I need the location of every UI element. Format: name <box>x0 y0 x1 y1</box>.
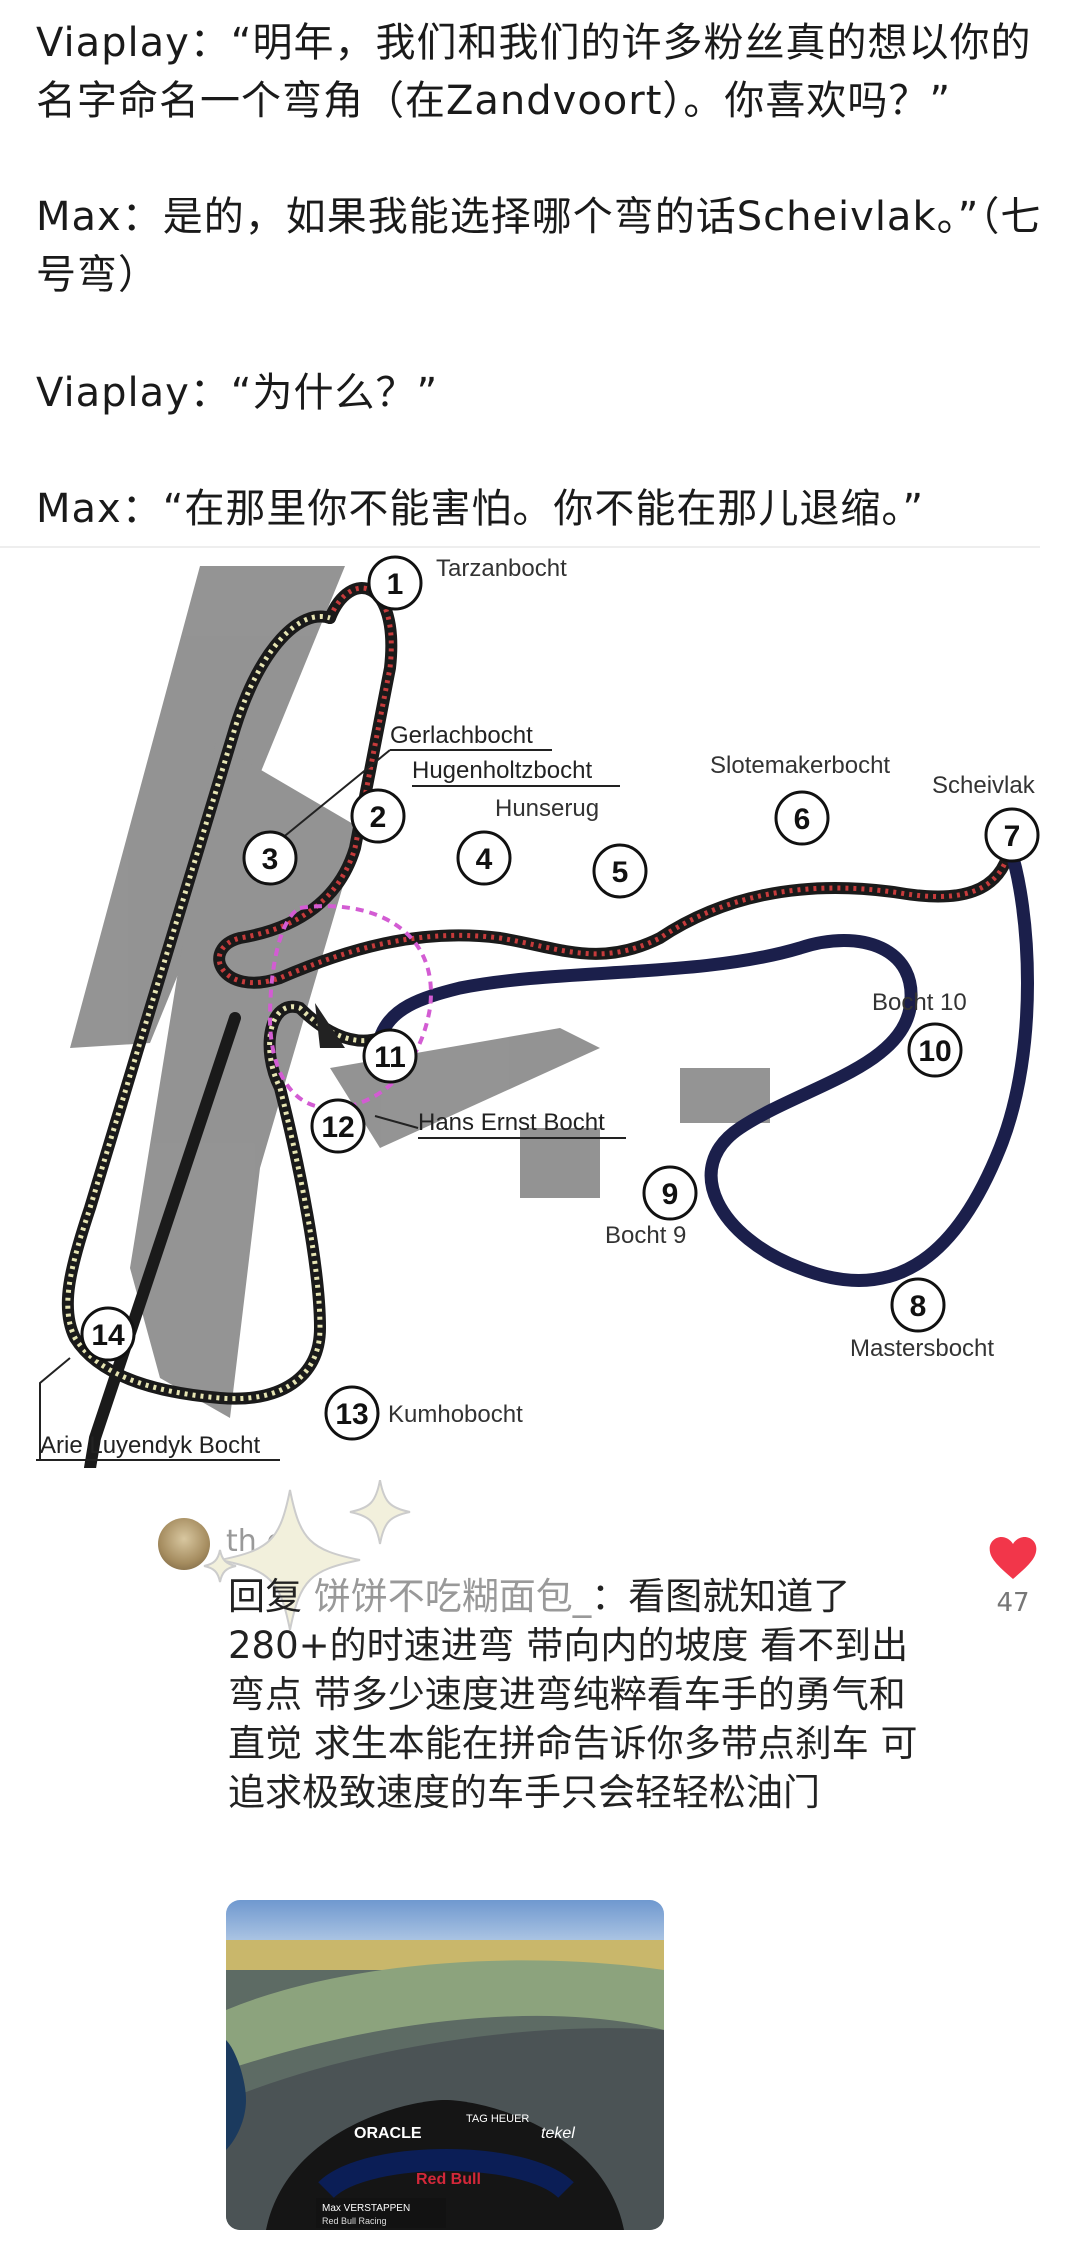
dialogue-max-reason: Max：“在那里你不能害怕。你不能在那儿退缩。” <box>36 486 925 532</box>
svg-text:10: 10 <box>918 1035 951 1068</box>
corner-10: Bocht 10 10 <box>872 989 967 1078</box>
corner-2: Hugenholtzbocht 2 <box>350 757 620 844</box>
corner-9: 9 Bocht 9 <box>605 1165 698 1249</box>
dialogue-viaplay-why: Viaplay：“为什么？” <box>36 370 439 416</box>
track-sector-blue <box>373 841 1034 1288</box>
divider <box>0 546 1040 548</box>
svg-text:9: 9 <box>662 1178 679 1211</box>
reply-separator: ： <box>591 1575 629 1618</box>
avatar[interactable] <box>158 1518 210 1570</box>
dialogue-max-answer: Max：是的，如果我能选择哪个弯的话Scheivlak。”（七号弯） <box>36 194 1042 298</box>
like-heart-icon[interactable] <box>985 1530 1041 1586</box>
svg-text:4: 4 <box>476 843 493 876</box>
svg-text:12: 12 <box>321 1111 354 1144</box>
svg-text:Hugenholtzbocht: Hugenholtzbocht <box>412 757 592 784</box>
sparkle-sticker-icon <box>203 1480 411 1630</box>
corner-1: 1 Tarzanbocht <box>367 555 567 611</box>
corner-11: 11 <box>362 1028 418 1084</box>
video-text-tekel: tekel <box>541 2125 575 2142</box>
video-text-team: Red Bull Racing <box>322 2216 387 2226</box>
svg-text:Hunserug: Hunserug <box>495 795 599 822</box>
corner-12: 12 Hans Ernst Bocht <box>310 1098 626 1154</box>
svg-text:Bocht 10: Bocht 10 <box>872 989 967 1016</box>
dialogue-viaplay-question: Viaplay：“明年，我们和我们的许多粉丝真的想以你的名字命名一个弯角（在Za… <box>36 20 1032 124</box>
svg-text:14: 14 <box>91 1319 125 1352</box>
svg-text:5: 5 <box>612 856 629 889</box>
video-text-oracle: ORACLE <box>354 2125 422 2142</box>
svg-text:6: 6 <box>794 803 811 836</box>
comment-body: 看图就知道了280+的时速进弯 带向内的坡度 看不到出弯点 带多少速度进弯纯粹看… <box>228 1575 918 1814</box>
svg-text:1: 1 <box>387 568 404 601</box>
video-text-driver: Max VERSTAPPEN <box>322 2203 410 2214</box>
svg-text:8: 8 <box>910 1290 927 1323</box>
svg-text:2: 2 <box>370 801 387 834</box>
svg-text:13: 13 <box>335 1398 368 1431</box>
video-text-redbull: Red Bull <box>416 2171 481 2188</box>
svg-text:Arie Luyendyk Bocht: Arie Luyendyk Bocht <box>40 1432 260 1459</box>
corner-3: Gerlachbocht 3 <box>242 722 552 886</box>
svg-text:Gerlachbocht: Gerlachbocht <box>390 722 533 749</box>
svg-text:Bocht 9: Bocht 9 <box>605 1222 686 1249</box>
corner-5: 5 <box>592 843 648 899</box>
svg-text:Kumhobocht: Kumhobocht <box>388 1401 523 1428</box>
svg-text:Tarzanbocht: Tarzanbocht <box>436 555 567 582</box>
grandstand-blocks <box>70 566 770 1418</box>
corner-13: 13 Kumhobocht <box>324 1385 523 1441</box>
svg-text:Scheivlak: Scheivlak <box>932 772 1036 799</box>
svg-text:7: 7 <box>1004 820 1021 853</box>
onboard-video-thumbnail[interactable]: ORACLE Red Bull TAG HEUER tekel Max VERS… <box>226 1900 664 2230</box>
corner-7: Scheivlak 7 <box>932 772 1040 863</box>
svg-text:Mastersbocht: Mastersbocht <box>850 1335 994 1362</box>
svg-text:Hans Ernst Bocht: Hans Ernst Bocht <box>418 1109 605 1136</box>
comment-text: 回复 饼饼不吃糊面包_：看图就知道了280+的时速进弯 带向内的坡度 看不到出弯… <box>228 1572 928 1817</box>
svg-text:Slotemakerbocht: Slotemakerbocht <box>710 752 890 779</box>
reply-prefix: 回复 <box>228 1575 314 1618</box>
svg-text:11: 11 <box>374 1041 406 1074</box>
corner-8: 8 Mastersbocht <box>850 1277 994 1362</box>
zandvoort-track-map: 1 Tarzanbocht Gerlachbocht 3 Hugenholtzb… <box>36 555 1040 1468</box>
like-count: 47 <box>996 1588 1030 1618</box>
start-arrow-icon <box>315 1003 345 1048</box>
corner-14: 14 Arie Luyendyk Bocht <box>36 1306 280 1461</box>
corner-6: Slotemakerbocht 6 <box>710 752 890 846</box>
svg-text:3: 3 <box>262 843 279 876</box>
corner-4: Hunserug 4 <box>456 795 599 886</box>
video-text-tagheuer: TAG HEUER <box>466 2113 529 2125</box>
reply-to-username[interactable]: 饼饼不吃糊面包_ <box>313 1575 592 1618</box>
